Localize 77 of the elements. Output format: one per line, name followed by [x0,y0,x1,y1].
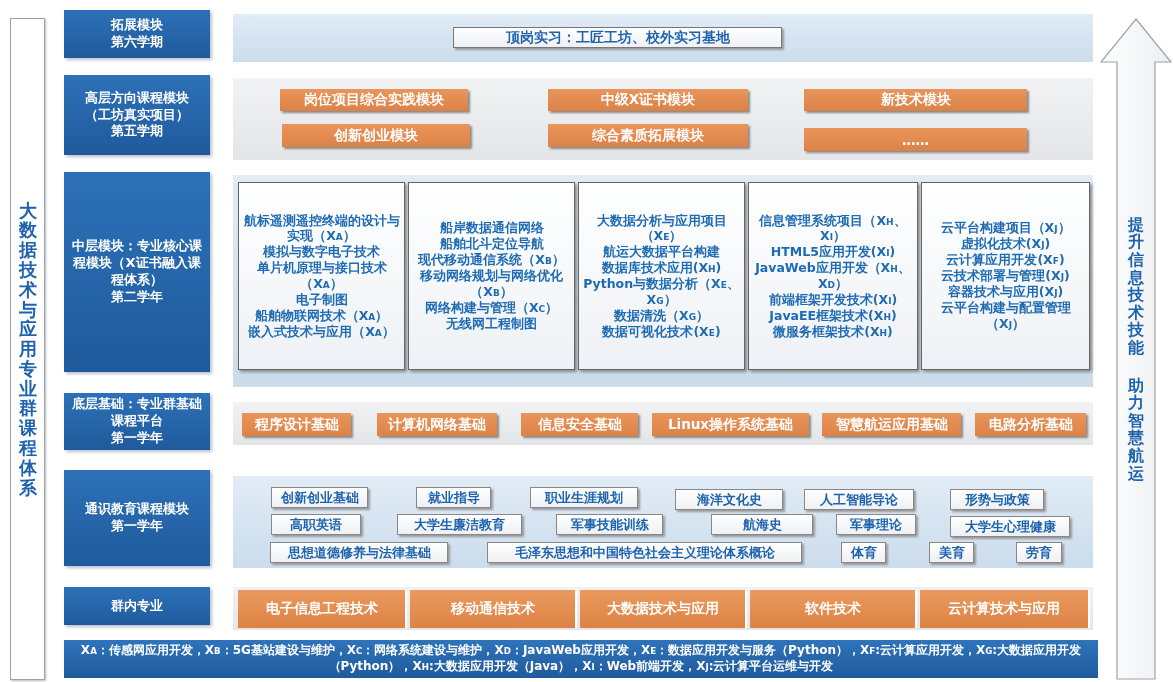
module-tag: 智慧航运应用基础 [822,413,961,436]
course-tag: 军事技能训练 [556,514,663,535]
course-name: 模拟与数字电子技术 [263,244,380,261]
course-tag: 航海史 [711,514,813,535]
side-title: 大数据技术与应用专业群课程体系 [18,200,37,498]
course-name: 船岸数据通信网络 [439,220,544,237]
course-tag: 人工智能导论 [804,489,914,510]
module-tag: 新技术模块 [804,89,1027,111]
course-name: 航运大数据平台构建 [603,244,720,260]
module-tag: 中级X证书模块 [548,89,748,111]
module-panel [233,402,1093,445]
course-name: 无线网工程制图 [446,315,537,332]
module-label: 第六学期 [111,34,163,51]
course-tag: 就业指导 [416,487,491,508]
module-label: （工坊真实项目） [85,106,189,124]
module-label: 中层模块：专业核心课程模块（X证书融入课程体系） [71,238,203,289]
module-label: 通识教育课程模块 [85,501,189,518]
course-tag: 职业生涯规划 [530,487,638,508]
course-tag: 美育 [929,542,974,563]
module-label-box [64,10,210,58]
course-card [408,182,575,370]
module-label-box [64,587,210,625]
course-tag: 劳育 [1016,542,1062,563]
course-tag: 创新创业基础 [271,487,368,508]
certificate-key-band [64,640,1098,678]
module-panel [233,78,1093,160]
module-tag: 电路分析基础 [975,413,1086,436]
module-label: 高层方向课程模块 [85,89,189,107]
module-tag: 信息安全基础 [521,413,638,436]
module-label: 第五学期 [111,123,163,141]
major-tag: 移动通信技术 [410,590,577,628]
course-card [238,182,405,370]
module-label-box [64,75,210,155]
up-arrow [1100,18,1172,680]
course-card [921,182,1090,370]
module-panel [233,175,1093,387]
side-title-box [10,18,45,680]
module-panel [233,587,1093,630]
course-tag: 思想道德修养与法律基础 [270,542,448,563]
module-label: 底层基础：专业群基础课程平台 [71,396,203,430]
module-tag: 综合素质拓展模块 [548,124,748,147]
arrow-caption: 助力智慧航运 [1128,376,1144,483]
module-tag: 岗位项目综合实践模块 [280,89,468,111]
module-tag: …… [804,128,1027,151]
module-tag: 程序设计基础 [242,413,351,436]
internship-box [453,27,782,48]
module-tag: 创新创业模块 [282,124,470,147]
module-panel [233,476,1093,568]
module-label: 群内专业 [111,597,163,615]
course-tag: 大学生廉洁教育 [397,514,522,535]
course-tag: 高职英语 [271,514,361,535]
course-card [578,182,745,370]
module-tag: 计算机网络基础 [377,413,497,436]
course-card [748,182,918,370]
course-tag: 毛泽东思想和中国特色社会主义理论体系概论 [487,542,802,563]
course-tag: 海洋文化史 [675,489,783,510]
major-tag: 电子信息工程技术 [238,590,407,628]
major-tag: 大数据技术与应用 [580,590,747,628]
module-tag: Linux操作系统基础 [652,413,809,436]
major-tag: 软件技术 [750,590,917,628]
internship-text: 顶岗实习：工匠工坊、校外实习基地 [505,28,730,47]
course-tag: 体育 [841,542,886,563]
module-label: 第二学年 [111,288,163,306]
course-name: 船舶北斗定位导航 [439,236,544,253]
course-name: 电子制图 [295,291,348,308]
module-label-box [64,393,210,450]
module-label-box [64,172,210,372]
arrow-caption: 提升信息技术技能 [1128,215,1144,357]
module-label: 拓展模块 [111,17,163,34]
module-panel [233,14,1093,62]
module-label-box [64,470,210,566]
course-tag: 形势与政策 [950,489,1044,510]
module-label: 第一学年 [111,518,163,535]
course-tag: 大学生心理健康 [950,516,1070,537]
major-tag: 云计算技术与应用 [920,590,1090,628]
course-tag: 军事理论 [836,514,916,535]
module-label: 第一学年 [111,429,163,447]
